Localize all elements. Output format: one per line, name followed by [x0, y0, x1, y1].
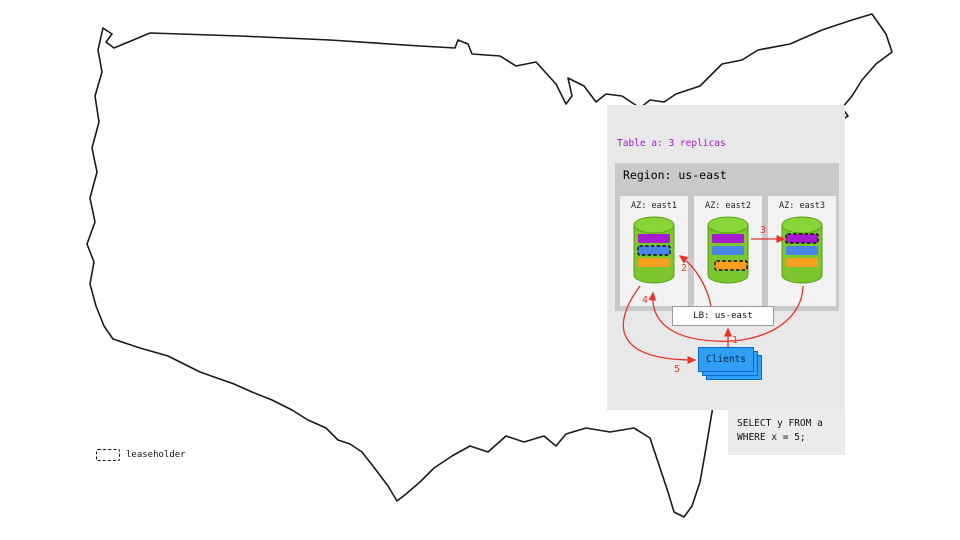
replica-stripe-table-b-leaseholder — [714, 260, 748, 271]
sql-query-box: SELECT y FROM a WHERE x = 5; — [728, 409, 845, 455]
leaseholder-dashed-swatch-icon — [96, 449, 120, 461]
az-label-east2: AZ: east2 — [704, 201, 752, 211]
replica-stripe-table-b — [638, 258, 670, 267]
az-box-east2: AZ: east2 — [694, 196, 762, 306]
clients-card-front: Clients — [698, 347, 754, 372]
az-box-east3: AZ: east3 — [768, 196, 836, 306]
az-label-east1: AZ: east1 — [630, 201, 678, 211]
replica-stripe-index-a-leaseholder — [637, 245, 671, 256]
sql-query-line-1: SELECT y FROM a — [737, 418, 823, 429]
db-cylinder-east3 — [781, 216, 823, 284]
legend-table-a: Table a: 3 replicas — [617, 138, 726, 149]
leaseholder-key-label: leaseholder — [126, 450, 186, 460]
az-label-east3: AZ: east3 — [778, 201, 826, 211]
replica-stripe-table-b — [786, 258, 818, 267]
sql-query-line-2: WHERE x = 5; — [737, 432, 806, 443]
replica-stripe-index-a — [786, 246, 818, 255]
load-balancer-box: LB: us-east — [672, 306, 774, 326]
clients-stack: Clients — [698, 347, 768, 385]
replica-stripe-table-a-leaseholder — [785, 233, 819, 244]
replica-stripe-index-a — [712, 246, 744, 255]
replica-stripe-table-a — [712, 234, 744, 243]
region-title: Region: us-east — [623, 168, 727, 182]
db-cylinder-east1 — [633, 216, 675, 284]
az-box-east1: AZ: east1 — [620, 196, 688, 306]
replica-stripe-table-a — [638, 234, 670, 243]
leaseholder-key: leaseholder — [96, 449, 186, 461]
db-cylinder-east2 — [707, 216, 749, 284]
